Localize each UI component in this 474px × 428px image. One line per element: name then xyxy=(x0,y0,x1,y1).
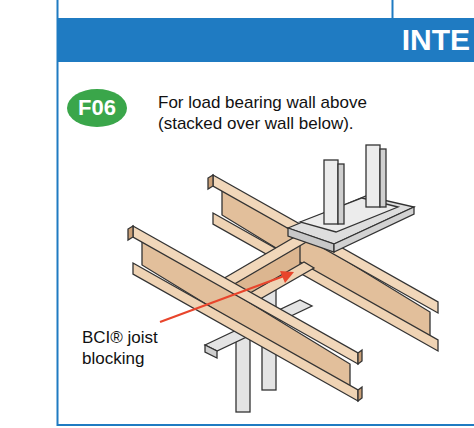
wall-above xyxy=(288,145,414,252)
section-heading: INTE xyxy=(402,23,470,57)
stud xyxy=(324,160,338,224)
top-plate xyxy=(205,345,217,358)
stud xyxy=(338,164,344,224)
figure-badge: F06 xyxy=(67,89,127,127)
panel-border xyxy=(57,424,474,426)
figure-caption: For load bearing wall above (stacked ove… xyxy=(158,92,398,134)
figure-number: F06 xyxy=(78,95,116,121)
part-label: BCI® joist blocking xyxy=(82,327,172,369)
leader-arrow xyxy=(160,276,284,322)
panel-border xyxy=(392,0,394,18)
header-band: INTE xyxy=(58,18,474,62)
stud xyxy=(366,145,380,207)
i-joist xyxy=(128,226,362,401)
panel-border xyxy=(57,0,59,426)
stud xyxy=(380,149,386,207)
arrow-head xyxy=(280,271,294,283)
